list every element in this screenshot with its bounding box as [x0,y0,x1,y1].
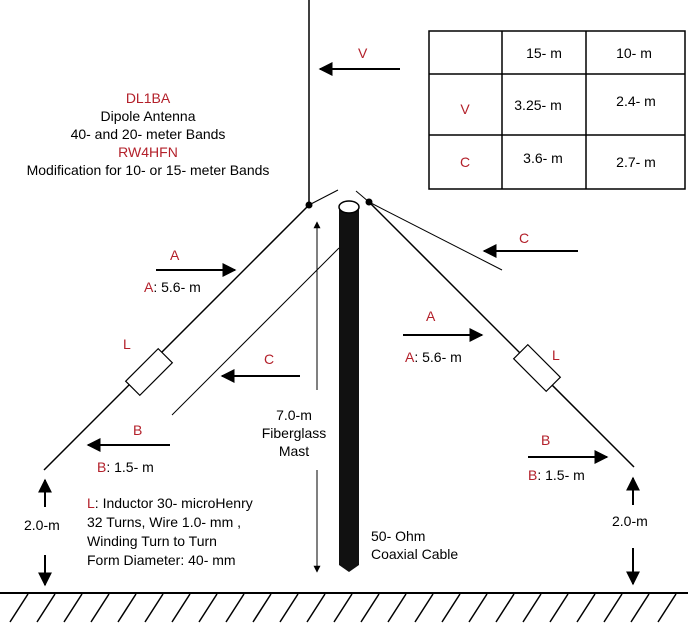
title-line-1: Dipole Antenna [101,108,196,124]
a-left-dimension: A: 5.6- m [144,279,201,295]
ground-hatch-line [360,593,380,623]
table-row-label-c: C [460,154,470,170]
left-inductor [124,347,174,397]
ground-hatch-line [603,593,623,623]
right-dipole-arm [368,201,635,468]
table-row-label-v: V [460,101,470,117]
table-cell-c-10m: 2.7- m [616,154,656,170]
v-arrow-label: V [358,45,368,61]
ground-hatch-line [306,593,326,623]
left-dipole-arm [43,204,310,471]
svg-text:Winding Turn to Turn: Winding Turn to Turn [87,533,217,549]
svg-text:Coaxial Cable: Coaxial Cable [371,546,458,562]
svg-text:Mast: Mast [279,443,309,459]
l-left-label: L [123,336,131,352]
b-left-label: B [133,422,142,438]
svg-text:L: Inductor 30- microHenry: L: Inductor 30- microHenry [87,495,253,511]
ground-hatch-line [657,593,677,623]
table-header-10m: 10- m [616,45,652,61]
inductor-spec: L: Inductor 30- microHenry 32 Turns, Wir… [87,495,253,568]
title-block: DL1BA Dipole Antenna 40- and 20- meter B… [27,90,270,178]
ground-hatch-line [414,593,434,623]
table-cell-v-15m: 3.25- m [514,97,561,113]
ground-hatch-line [36,593,56,623]
ground-hatch-line [468,593,488,623]
ground-hatch-line [522,593,542,623]
length-table: 15- m 10- m V 3.25- m 2.4- m C 3.6- m 2.… [428,30,686,190]
a-right-dimension: A: 5.6- m [405,349,462,365]
ground-hatch-line [171,593,191,623]
coax-cable-label: 50- Ohm Coaxial Cable [371,528,458,562]
title-line-2: 40- and 20- meter Bands [71,126,226,142]
ground-hatch-line [387,593,407,623]
ground-hatch-line [90,593,110,623]
ground-hatch-line [441,593,461,623]
fiberglass-mast [338,200,360,572]
a-left-label: A [170,247,180,263]
ground-hatch-line [198,593,218,623]
l-right-label: L [552,347,560,363]
left-height-label: 2.0-m [24,517,60,533]
svg-text:32 Turns, Wire 1.0- mm ,: 32 Turns, Wire 1.0- mm , [87,514,241,530]
ground-hatch-line [495,593,515,623]
table-header-15m: 15- m [526,45,562,61]
svg-text:Form Diameter: 40- mm: Form Diameter: 40- mm [87,552,236,568]
ground-hatch-line [225,593,245,623]
ground-hatch-line [144,593,164,623]
ground-hatch-line [63,593,83,623]
ground-hatch-line [333,593,353,623]
left-feed-wire [308,189,339,206]
b-right-label: B [541,432,550,448]
left-c-wire [171,247,340,416]
ground-hatch-line [279,593,299,623]
ground-hatch-line [549,593,569,623]
right-c-wire [368,201,503,271]
svg-text:7.0-m: 7.0-m [276,407,312,423]
ground-hatch-line [630,593,650,623]
b-right-dimension: B: 1.5- m [528,467,585,483]
mast-label: 7.0-m Fiberglass Mast [262,407,327,459]
b-left-dimension: B: 1.5- m [97,459,154,475]
right-inductor [512,343,562,393]
svg-text:50- Ohm: 50- Ohm [371,528,425,544]
ground-hatch-line [117,593,137,623]
table-cell-v-10m: 2.4- m [616,93,656,109]
left-feed-point [305,201,313,209]
ground-hatch-line [576,593,596,623]
title-line-3: Modification for 10- or 15- meter Bands [27,162,270,178]
callsign-rw4hfn: RW4HFN [118,144,178,160]
a-right-label: A [426,308,436,324]
ground [0,592,688,623]
callsign-dl1ba: DL1BA [126,90,171,106]
svg-text:Fiberglass: Fiberglass [262,425,327,441]
c-left-label: C [264,351,274,367]
ground-hatch-line [252,593,272,623]
ground-hatch-line [9,593,29,623]
c-right-label: C [519,230,529,246]
right-height-label: 2.0-m [612,513,648,529]
table-cell-c-15m: 3.6- m [523,150,563,166]
